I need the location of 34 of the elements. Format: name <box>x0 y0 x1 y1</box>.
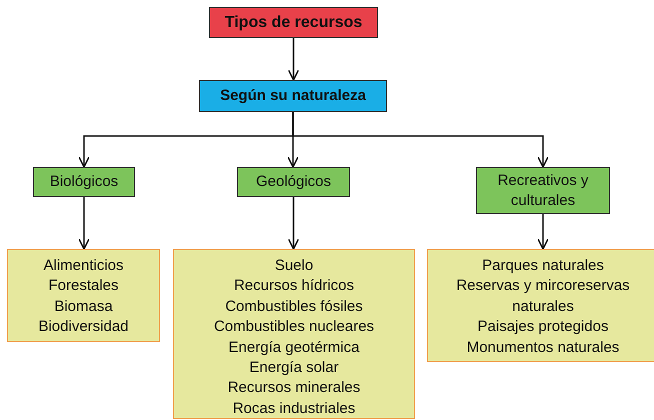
list-item: Recursos hídricos <box>234 276 354 296</box>
list-item: Rocas industriales <box>232 398 356 419</box>
list-box <box>7 249 160 342</box>
list-item: Monumentos naturales <box>466 338 620 358</box>
arrow <box>292 112 549 168</box>
list-item: Forestales <box>48 276 119 296</box>
title-box <box>209 7 378 38</box>
list-item: Energía solar <box>249 358 339 378</box>
list-item: Recursos minerales <box>228 378 360 398</box>
list-item: Paisajes protegidos <box>478 317 608 338</box>
list-item: Energía geotérmica <box>228 338 360 358</box>
box-label: Biológicos <box>50 172 118 192</box>
criterion-box <box>199 80 387 112</box>
arrow <box>537 214 549 250</box>
list-item: Suelo <box>274 256 314 276</box>
list-item: Biomasa <box>54 296 113 317</box>
list-box <box>173 249 415 419</box>
arrow <box>288 197 300 250</box>
list-item: Combustibles nucleares <box>214 317 374 338</box>
box-label: Según su naturaleza <box>220 86 366 106</box>
list-box <box>427 249 654 362</box>
category-box <box>237 167 350 197</box>
box-label: Tipos de recursos <box>224 12 362 32</box>
list-item: Combustibles fósiles <box>225 296 363 317</box>
box-label: Geológicos <box>256 172 332 192</box>
list-item: Reservas y mircoreservas naturales <box>455 276 631 317</box>
arrow <box>288 38 300 81</box>
category-box <box>476 167 610 214</box>
list-item: Parques naturales <box>482 256 604 276</box>
arrow <box>78 197 90 250</box>
list-item: Biodiversidad <box>38 317 129 338</box>
box-label: Recreativos y culturales <box>496 170 590 210</box>
list-item: Alimenticios <box>43 256 124 276</box>
category-box <box>33 167 135 197</box>
